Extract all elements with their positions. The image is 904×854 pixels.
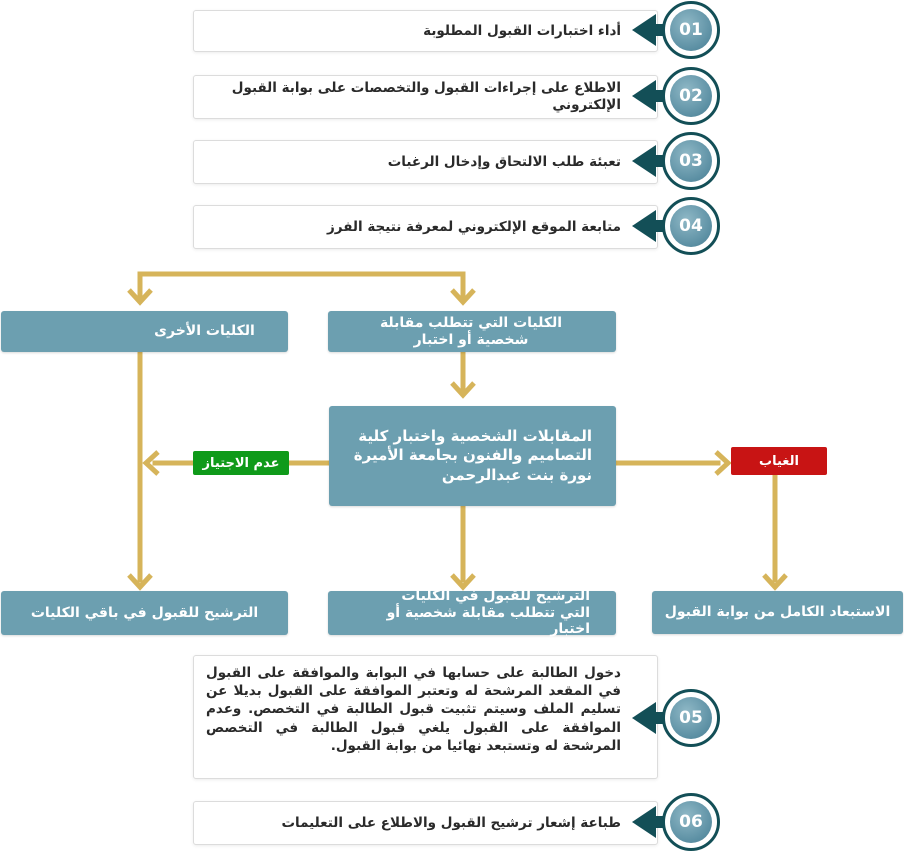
- step-02-label: الاطلاع على إجراءات القبول والتخصصات على…: [231, 80, 621, 113]
- step-03-number: 03: [670, 140, 712, 182]
- badge-fail: عدم الاجتياز: [193, 451, 289, 475]
- step-02-arrow: [632, 80, 656, 112]
- node-nominate-other-label: الترشيح للقبول في باقي الكليات: [30, 604, 259, 621]
- badge-fail-label: عدم الاجتياز: [202, 455, 280, 471]
- step-05-arrow: [632, 702, 656, 734]
- node-exclusion: الاستبعاد الكامل من بوابة القبول: [652, 591, 903, 634]
- step-05-label: دخول الطالبة على حسابها في البوابة والمو…: [206, 665, 621, 754]
- node-interview-colleges: الكليات التي تتطلب مقابلة شخصية أو اختبا…: [328, 311, 616, 352]
- step-05-box: دخول الطالبة على حسابها في البوابة والمو…: [193, 655, 658, 779]
- step-05-number: 05: [670, 697, 712, 739]
- step-03-box: تعبئة طلب الالتحاق وإدخال الرغبات: [193, 140, 658, 184]
- step-03-badge: 03: [662, 132, 720, 190]
- step-06-label: طباعة إشعار ترشيح القبول والاطلاع على ال…: [281, 814, 621, 831]
- node-exclusion-label: الاستبعاد الكامل من بوابة القبول: [664, 604, 891, 621]
- badge-absence: الغياب: [731, 447, 827, 475]
- arrowhead-interviews: [450, 381, 476, 399]
- step-06-number: 06: [670, 801, 712, 843]
- step-06-box: طباعة إشعار ترشيح القبول والاطلاع على ال…: [193, 801, 658, 845]
- step-04-label: متابعة الموقع الإلكتروني لمعرفة نتيجة ال…: [327, 218, 621, 235]
- step-02-badge: 02: [662, 67, 720, 125]
- node-nominate-other: الترشيح للقبول في باقي الكليات: [1, 591, 288, 635]
- step-01-arrow: [632, 14, 656, 46]
- step-01-label: أداء اختبارات القبول المطلوبة: [423, 22, 621, 39]
- node-interview-colleges-label: الكليات التي تتطلب مقابلة شخصية أو اختبا…: [379, 314, 563, 348]
- step-02-box: الاطلاع على إجراءات القبول والتخصصات على…: [193, 75, 658, 119]
- node-other-colleges-label: الكليات الأخرى: [154, 323, 255, 340]
- node-other-colleges: الكليات الأخرى: [1, 311, 288, 352]
- top-split-connector: [137, 271, 466, 301]
- node-nominate-interview: الترشيح للقبول في الكليات التي تتطلب مقا…: [328, 587, 616, 638]
- arrowhead-fail: [142, 450, 160, 476]
- step-04-arrow: [632, 210, 656, 242]
- step-02-number: 02: [670, 75, 712, 117]
- node-interviews-label: المقابلات الشخصية واختبار كلية التصاميم …: [353, 426, 592, 484]
- step-04-number: 04: [670, 205, 712, 247]
- step-01-box: أداء اختبارات القبول المطلوبة: [193, 10, 658, 52]
- step-01-number: 01: [670, 9, 712, 51]
- step-06-arrow: [632, 806, 656, 838]
- step-04-badge: 04: [662, 197, 720, 255]
- step-03-label: تعبئة طلب الالتحاق وإدخال الرغبات: [387, 153, 621, 170]
- arrowhead-nominate-interview: [450, 573, 476, 591]
- node-nominate-interview-label: الترشيح للقبول في الكليات التي تتطلب مقا…: [386, 587, 590, 638]
- badge-absence-label: الغياب: [759, 453, 799, 469]
- step-06-badge: 06: [662, 793, 720, 851]
- arrowhead-absence: [714, 450, 732, 476]
- step-05-badge: 05: [662, 689, 720, 747]
- arrowhead-other: [127, 288, 153, 306]
- arrowhead-interview: [450, 288, 476, 306]
- step-04-box: متابعة الموقع الإلكتروني لمعرفة نتيجة ال…: [193, 205, 658, 249]
- step-01-badge: 01: [662, 1, 720, 59]
- node-interviews: المقابلات الشخصية واختبار كلية التصاميم …: [329, 406, 616, 506]
- step-03-arrow: [632, 145, 656, 177]
- arrowhead-exclusion: [762, 573, 788, 591]
- arrowhead-nominate-other: [127, 573, 153, 591]
